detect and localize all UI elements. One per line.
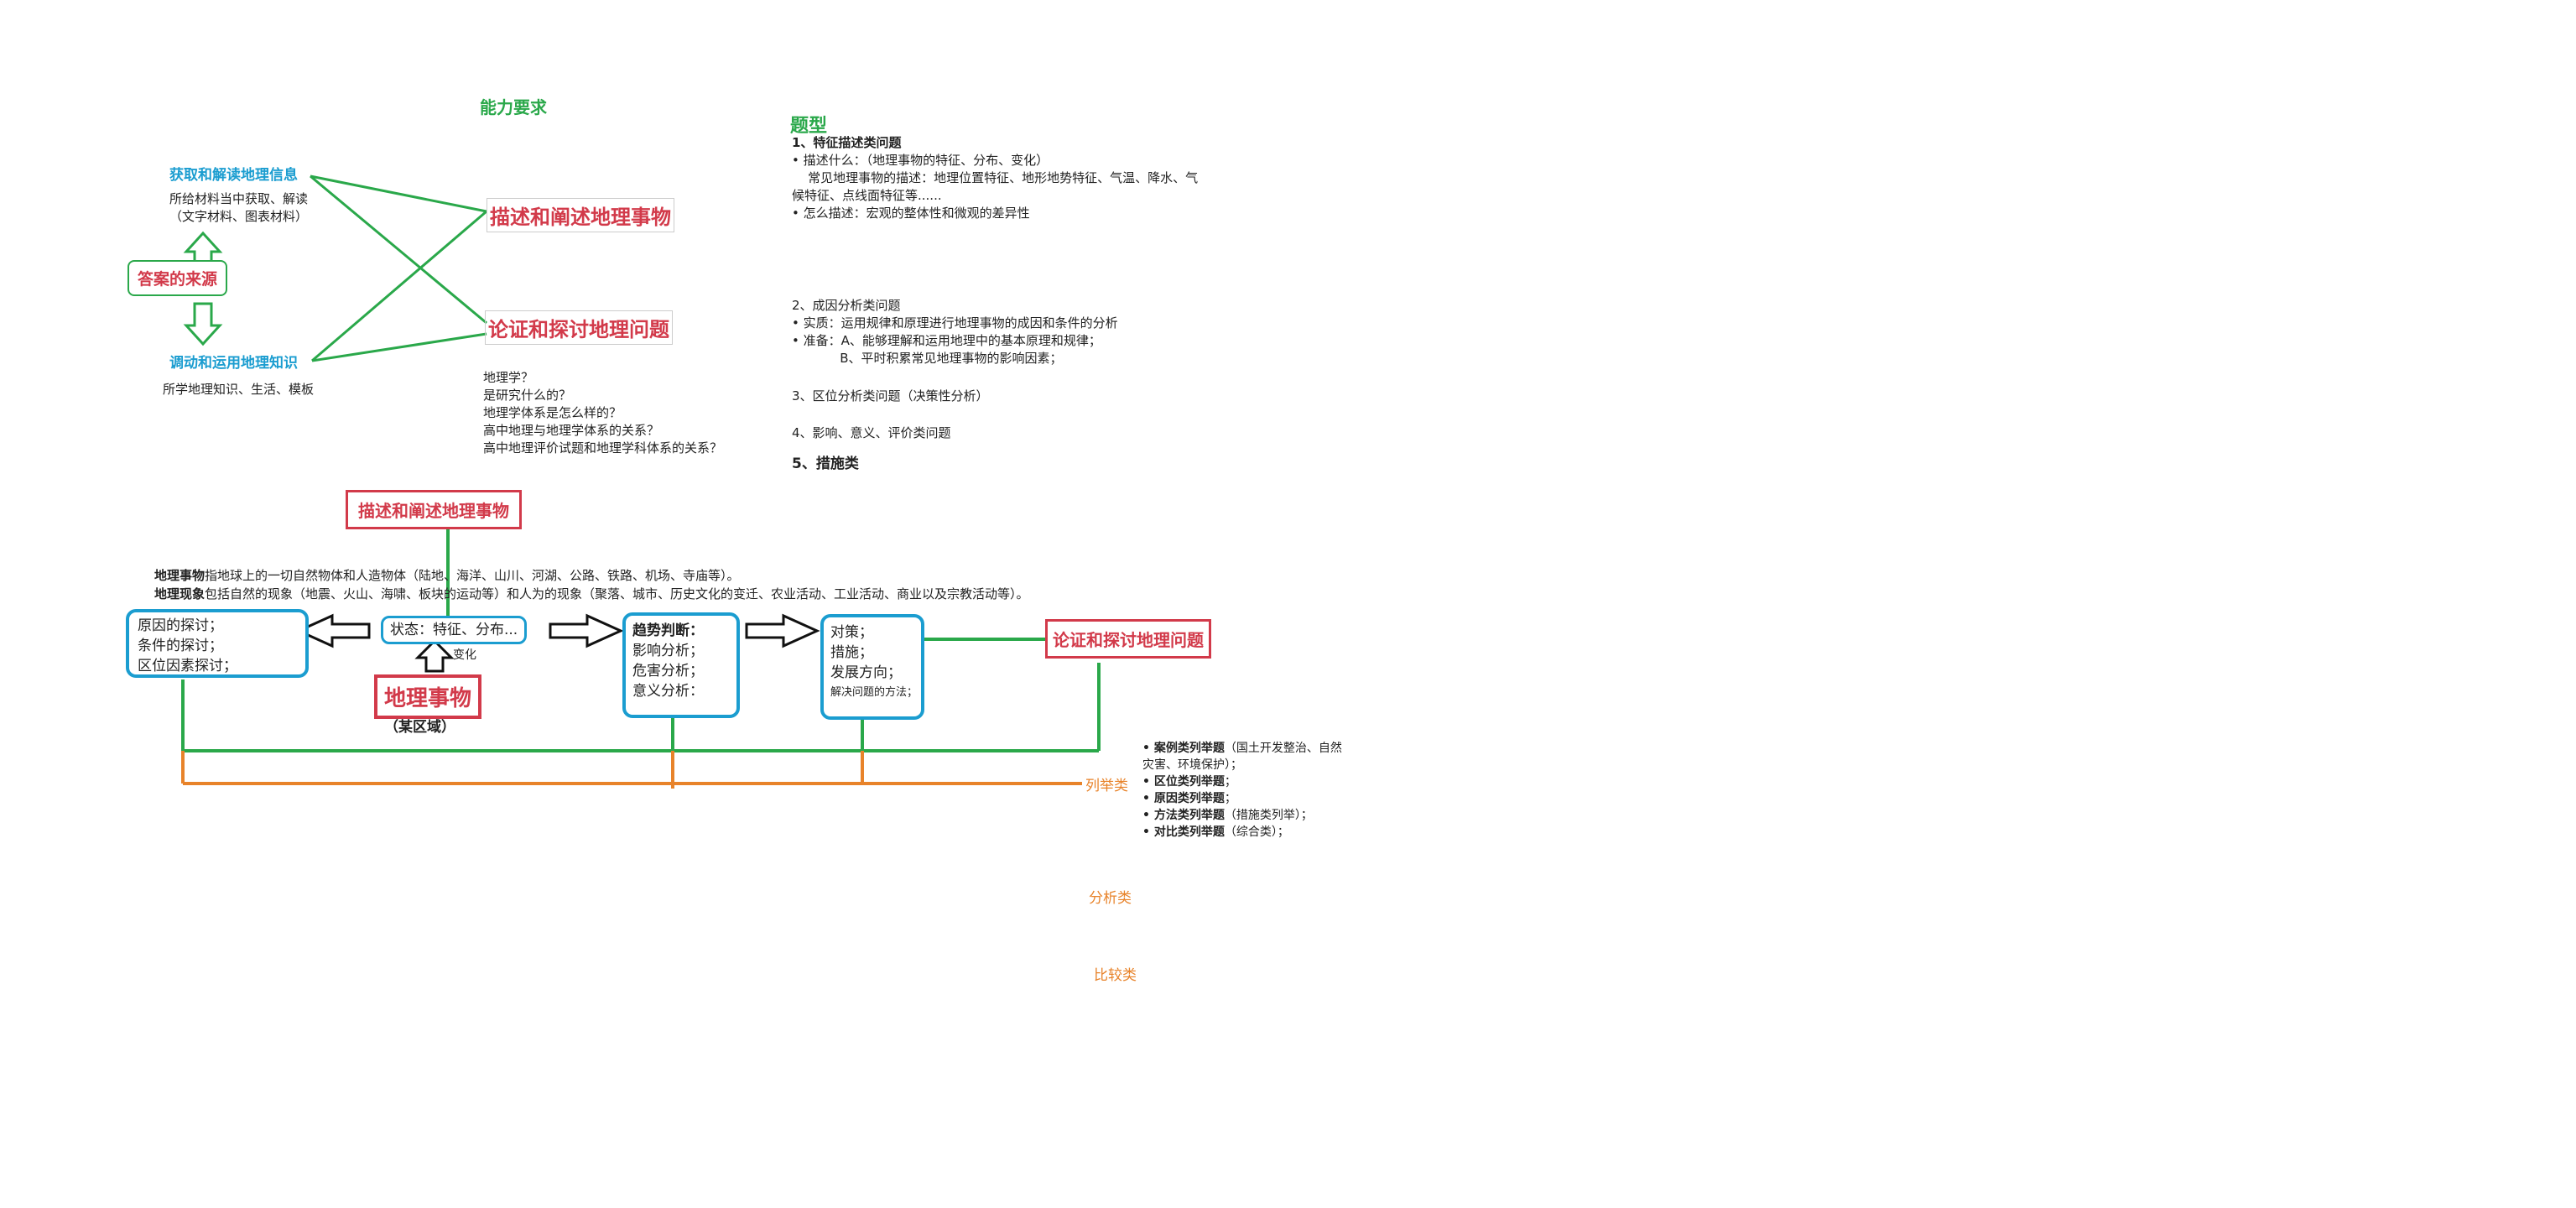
enumerate-item: • 对比类列举题（综合类）； xyxy=(1142,825,1289,839)
compare-label: 比较类 xyxy=(1094,967,1137,984)
q1-line: • 描述什么：（地理事物的特征、分布、变化） xyxy=(792,153,1049,168)
argue-box: 论证和探讨地理问题 xyxy=(485,310,673,345)
q2-section: 2、成因分析类问题 • 实质：运用规律和原理进行地理事物的成因和条件的分析 • … xyxy=(792,297,1118,367)
mobilize-desc: 所学地理知识、生活、模板 xyxy=(163,382,315,397)
enumerate-list: • 案例类列举题（国土开发整治、自然 灾害、环境保护）； • 区位类列举题； •… xyxy=(1142,740,1342,841)
q2-line: • 实质：运用规律和原理进行地理事物的成因和条件的分析 xyxy=(792,315,1118,331)
measure-item: 发展方向； xyxy=(830,664,902,681)
measure-item: 对策； xyxy=(830,624,873,641)
def-2-bold: 地理现象 xyxy=(154,586,206,601)
q1-line: • 怎么描述：宏观的整体性和微观的差异性 xyxy=(792,206,1030,221)
question-item: 高中地理评价试题和地理学科体系的关系？ xyxy=(483,440,723,456)
analysis-label: 分析类 xyxy=(1089,890,1132,907)
definition-2: 地理现象包括自然的现象（地震、火山、海啸、板块的运动等）和人为的现象（聚落、城市… xyxy=(154,586,1029,603)
trend-item: 趋势判断： xyxy=(632,622,704,639)
enumerate-item: • 方法类列举题（措施类列举）； xyxy=(1142,809,1313,822)
measure-item: 解决问题的方法； xyxy=(830,686,919,699)
cause-box: 原因的探讨； 条件的探讨； 区位因素探讨； xyxy=(126,609,309,678)
trend-item: 危害分析； xyxy=(632,663,704,680)
def-1-bold: 地理事物 xyxy=(154,568,206,583)
acquire-desc-1: 所给材料当中获取、解读 xyxy=(169,191,309,206)
def-2-rest: 包括自然的现象（地震、火山、海啸、板块的运动等）和人为的现象（聚落、城市、历史文… xyxy=(205,586,1029,601)
measure-item: 措施； xyxy=(830,644,873,661)
q4-title: 4、影响、意义、评价类问题 xyxy=(792,425,951,440)
q2-title: 2、成因分析类问题 xyxy=(792,298,901,313)
describe-box: 描述和阐述地理事物 xyxy=(487,198,674,232)
q1-section: 1、特征描述类问题 • 描述什么：（地理事物的特征、分布、变化） 常见地理事物的… xyxy=(792,134,1198,222)
ability-title: 能力要求 xyxy=(480,97,547,117)
trend-item: 影响分析； xyxy=(632,643,704,659)
state-box: 状态：特征、分布... xyxy=(381,616,528,644)
mobilize-label: 调动和运用地理知识 xyxy=(169,355,298,372)
enumerate-item: • 区位类列举题； xyxy=(1142,775,1236,789)
cause-item: 区位因素探讨； xyxy=(138,658,237,674)
acquire-label: 获取和解读地理信息 xyxy=(169,167,298,184)
question-type-title: 题型 xyxy=(790,116,828,137)
question-item: 高中地理与地理学体系的关系？ xyxy=(483,423,660,438)
enumerate-item: • 案例类列举题（国土开发整治、自然 xyxy=(1142,742,1342,755)
q1-title: 1、特征描述类问题 xyxy=(792,135,902,150)
cause-item: 条件的探讨； xyxy=(138,638,223,654)
region-label: （某区域） xyxy=(384,719,455,736)
q1-line: 常见地理事物的描述：地理位置特征、地形地势特征、气温、降水、气 xyxy=(792,170,1199,185)
def-1-rest: 指地球上的一切自然物体和人造物体（陆地、海洋、山川、河湖、公路、铁路、机场、寺庙… xyxy=(205,568,740,583)
question-list: 地理学？ 是研究什么的？ 地理学体系是怎么样的？ 高中地理与地理学体系的关系？ … xyxy=(483,369,722,457)
cause-item: 原因的探讨； xyxy=(138,617,223,634)
enumerate-item: • 原因类列举题； xyxy=(1142,792,1236,805)
trend-box: 趋势判断： 影响分析； 危害分析； 意义分析： xyxy=(622,612,740,718)
acquire-desc-2: （文字材料、图表材料） xyxy=(169,209,309,224)
definition-1: 地理事物指地球上的一切自然物体和人造物体（陆地、海洋、山川、河湖、公路、铁路、机… xyxy=(154,567,740,585)
q2-line: • 准备：A、能够理解和运用地理中的基本原理和规律； xyxy=(792,333,1101,348)
q1-line: 候特征、点线面特征等...... xyxy=(792,188,942,203)
answer-source-box: 答案的来源 xyxy=(127,260,228,296)
measure-box: 对策； 措施； 发展方向； 解决问题的方法； xyxy=(820,614,924,720)
enumerate-label: 列举类 xyxy=(1085,778,1128,794)
question-item: 地理学？ xyxy=(483,370,534,385)
q5-title: 5、措施类 xyxy=(792,456,859,472)
flow-right-red-box: 论证和探讨地理问题 xyxy=(1045,619,1211,659)
trend-item: 意义分析： xyxy=(632,683,704,700)
change-label: 变化 xyxy=(453,648,476,662)
geo-thing-box: 地理事物 xyxy=(374,674,482,719)
flow-top-red-box: 描述和阐述地理事物 xyxy=(346,490,522,529)
question-item: 是研究什么的？ xyxy=(483,388,572,403)
q3-title: 3、区位分析类问题（决策性分析） xyxy=(792,388,989,404)
q2-line: B、平时积累常见地理事物的影响因素； xyxy=(792,351,1063,366)
question-item: 地理学体系是怎么样的？ xyxy=(483,405,622,420)
enumerate-item: 灾害、环境保护）； xyxy=(1142,758,1242,772)
